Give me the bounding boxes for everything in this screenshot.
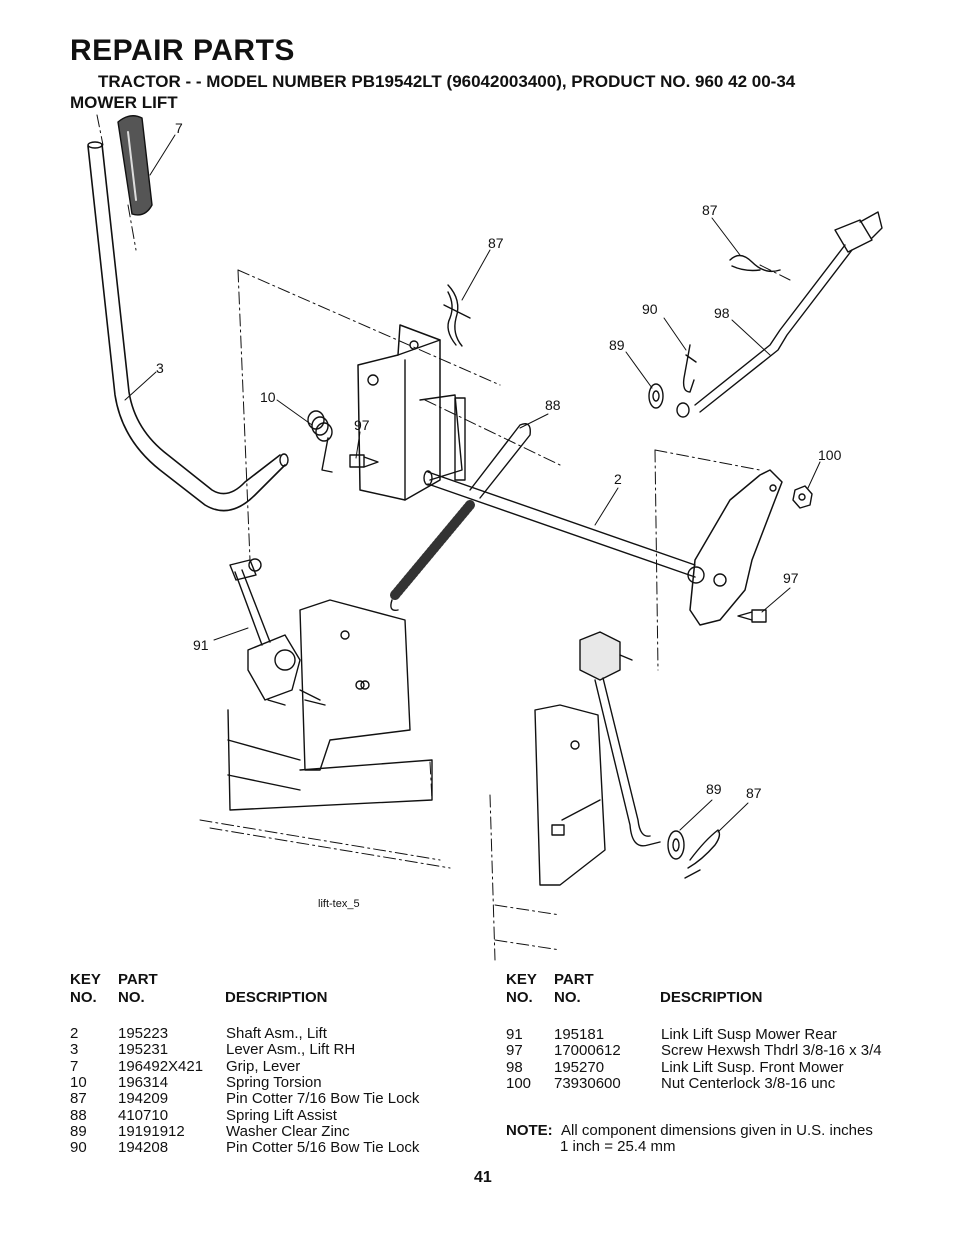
table-row: 88 410710 Spring Lift Assist <box>70 1106 490 1124</box>
col-key-top: KEY <box>70 971 101 988</box>
page-title: REPAIR PARTS <box>70 34 295 67</box>
note-label: NOTE: <box>506 1122 553 1139</box>
part-key: 7 <box>70 1057 79 1075</box>
table-row: 2 195223 Shaft Asm., Lift <box>70 1026 490 1042</box>
part-description: Link Lift Susp. Front Mower <box>661 1058 844 1076</box>
part-description: Washer Clear Zinc <box>226 1122 350 1140</box>
table-row: 100 73930600 Nut Centerlock 3/8-16 unc <box>506 1074 926 1092</box>
col-description: DESCRIPTION <box>660 989 763 1006</box>
part-description: Lever Asm., Lift RH <box>226 1041 356 1059</box>
part-description: Spring Lift Assist <box>226 1106 337 1124</box>
col-description: DESCRIPTION <box>225 989 328 1006</box>
parts-table-left: KEY PART NO. NO. DESCRIPTION 2 195223 Shaf… <box>70 971 490 1171</box>
callout-label: 3 <box>156 360 164 376</box>
part-key: 10 <box>70 1073 87 1091</box>
part-number: 194208 <box>118 1139 169 1157</box>
part-key: 88 <box>70 1106 87 1124</box>
table-row: 10 196314 Spring Torsion <box>70 1073 490 1091</box>
part-key: 91 <box>506 1026 523 1043</box>
part-key: 97 <box>506 1042 523 1060</box>
table-row: 90 194208 Pin Cotter 5/16 Bow Tie Lock <box>70 1140 490 1156</box>
part-description: Screw Hexwsh Thdrl 3/8-16 x 3/4 <box>661 1042 882 1060</box>
callout-label: 91 <box>193 637 209 653</box>
note-line1: All component dimensions given in U.S. i… <box>561 1122 873 1139</box>
exploded-parts-diagram: 7 87 87 90 98 89 3 10 97 88 2 100 97 91 … <box>87 114 883 961</box>
part-description: Link Lift Susp Mower Rear <box>661 1026 837 1043</box>
part-number: 17000612 <box>554 1042 621 1060</box>
callout-label: 89 <box>609 337 625 353</box>
part-number: 73930600 <box>554 1074 621 1092</box>
col-part: NO. <box>554 989 581 1006</box>
part-number: 195270 <box>554 1058 605 1076</box>
part-description: Pin Cotter 7/16 Bow Tie Lock <box>226 1090 420 1108</box>
col-part-top: PART <box>118 971 158 988</box>
callout-label: 2 <box>614 471 622 487</box>
part-key: 3 <box>70 1041 79 1059</box>
col-part: NO. <box>118 989 145 1006</box>
part-key: 2 <box>70 1025 79 1042</box>
callout-labels: 7 87 87 90 98 89 3 10 97 88 2 100 97 91 … <box>156 120 842 910</box>
table-row: 3 195231 Lever Asm., Lift RH <box>70 1042 490 1058</box>
table-row: 87 194209 Pin Cotter 7/16 Bow Tie Lock <box>70 1091 490 1107</box>
col-key: NO. <box>70 989 97 1006</box>
part-description: Pin Cotter 5/16 Bow Tie Lock <box>226 1139 420 1157</box>
callout-label: 97 <box>783 570 799 586</box>
part-number: 410710 <box>118 1106 169 1124</box>
col-key: NO. <box>506 989 533 1006</box>
note-line2: 1 inch = 25.4 mm <box>560 1138 676 1155</box>
part-key: 87 <box>70 1090 87 1108</box>
col-part-top: PART <box>554 971 594 988</box>
part-key: 100 <box>506 1074 532 1092</box>
part-description: Grip, Lever <box>226 1057 301 1075</box>
part-description: Spring Torsion <box>226 1073 322 1091</box>
table-row: 91 195181 Link Lift Susp Mower Rear <box>506 1027 926 1043</box>
callout-label: 97 <box>354 417 370 433</box>
part-number: 195223 <box>118 1025 169 1042</box>
callout-label: 98 <box>714 305 730 321</box>
part-number: 194209 <box>118 1090 169 1108</box>
callout-label: 88 <box>545 397 561 413</box>
model-subtitle: TRACTOR - - MODEL NUMBER PB19542LT (9604… <box>98 72 796 91</box>
callout-label: 89 <box>706 781 722 797</box>
part-number: 195231 <box>118 1041 169 1059</box>
figure-label: lift-tex_5 <box>318 898 360 910</box>
callout-label: 87 <box>746 785 762 801</box>
part-number: 196492X421 <box>118 1057 204 1075</box>
table-row: 97 17000612 Screw Hexwsh Thdrl 3/8-16 x 3/… <box>506 1043 926 1059</box>
part-number: 195181 <box>554 1026 605 1043</box>
table-row: 98 195270 Link Lift Susp. Front Mower <box>506 1058 926 1076</box>
callout-label: 7 <box>175 120 183 136</box>
callout-label: 90 <box>642 301 658 317</box>
callout-label: 87 <box>702 202 718 218</box>
callout-label: 100 <box>818 447 842 463</box>
part-description: Nut Centerlock 3/8-16 unc <box>661 1074 836 1092</box>
callout-label: 87 <box>488 235 504 251</box>
part-number: 19191912 <box>118 1122 185 1140</box>
section-title: MOWER LIFT <box>70 93 178 112</box>
callout-label: 10 <box>260 389 276 405</box>
table-row: 7 196492X421 Grip, Lever <box>70 1057 490 1075</box>
part-key: 98 <box>506 1058 523 1076</box>
page-number: 41 <box>474 1169 492 1186</box>
part-key: 90 <box>70 1139 87 1157</box>
col-key-top: KEY <box>506 971 537 988</box>
part-number: 196314 <box>118 1073 169 1091</box>
part-key: 89 <box>70 1122 87 1140</box>
table-row: 89 19191912 Washer Clear Zinc <box>70 1122 490 1140</box>
part-description: Shaft Asm., Lift <box>226 1025 327 1042</box>
